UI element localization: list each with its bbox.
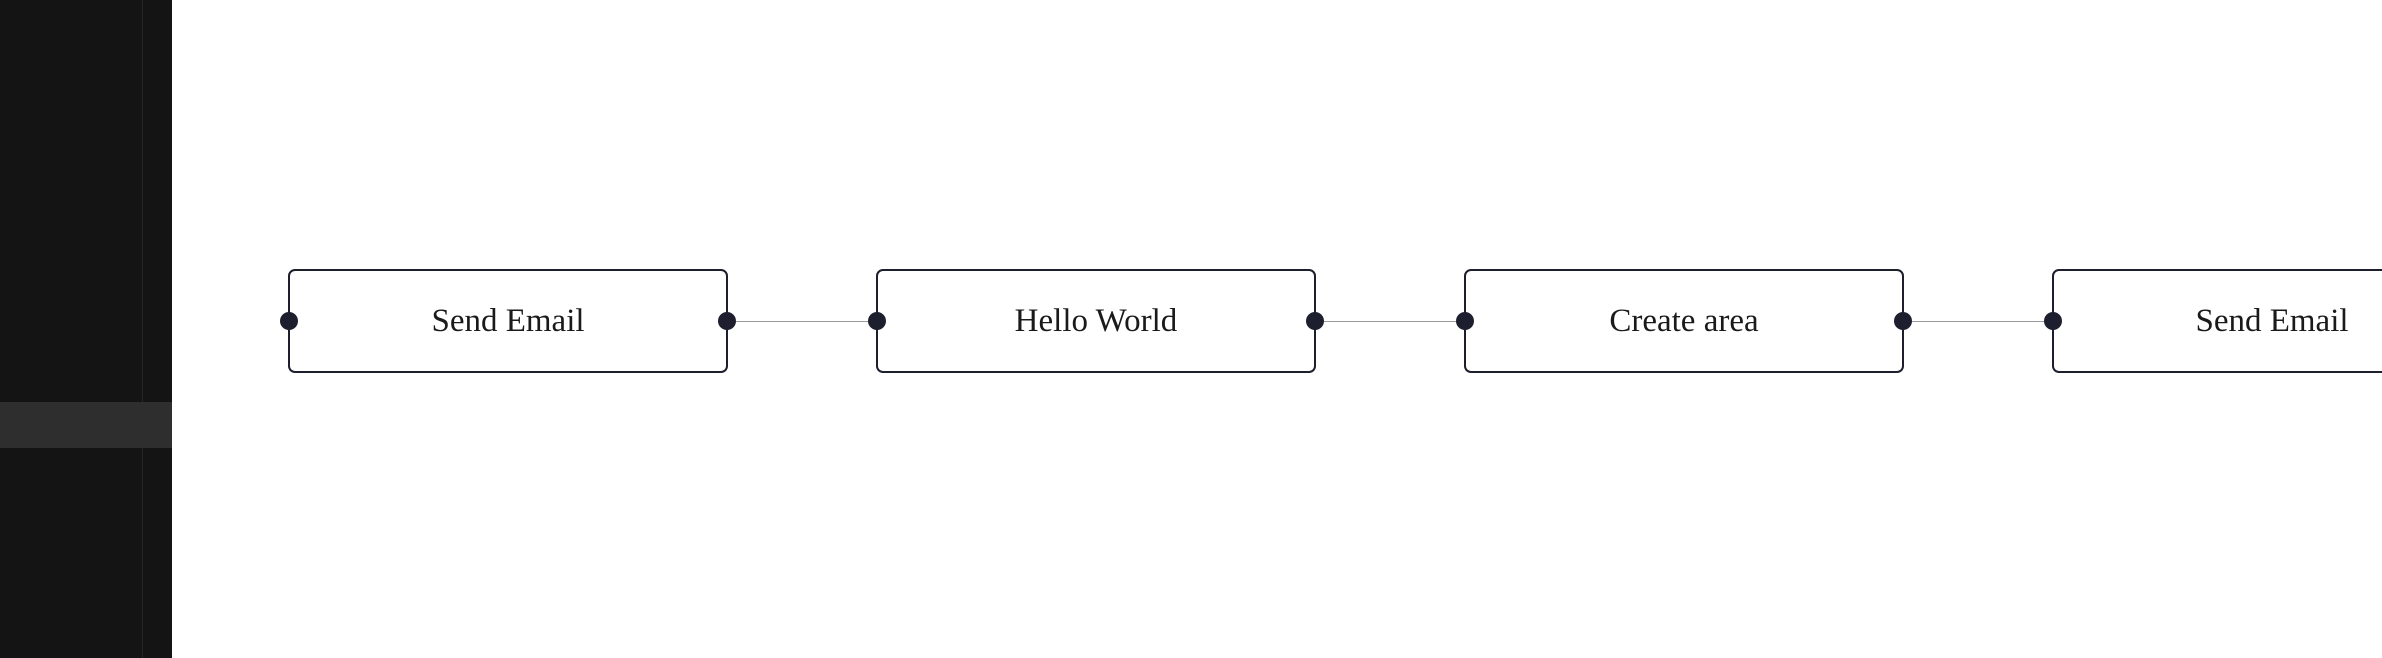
node-label: Send Email — [431, 302, 585, 339]
node-input-handle[interactable] — [2044, 312, 2062, 330]
flow-node-send-email[interactable]: Send Email — [280, 269, 736, 373]
flow-node-send-email-2[interactable]: Send Email — [2044, 269, 2382, 373]
flow-node-hello-world[interactable]: Hello World — [868, 269, 1324, 373]
sidebar — [0, 0, 172, 658]
sidebar-item-selected[interactable] — [0, 402, 172, 448]
edge-create-area-to-send-email[interactable] — [1909, 321, 2053, 322]
edge-hello-world-to-create-area[interactable] — [1321, 321, 1465, 322]
node-input-handle[interactable] — [1456, 312, 1474, 330]
node-output-handle[interactable] — [718, 312, 736, 330]
sidebar-divider — [142, 0, 143, 658]
node-label: Hello World — [1014, 302, 1178, 339]
flow-node-create-area[interactable]: Create area — [1456, 269, 1912, 373]
node-label: Send Email — [2195, 302, 2349, 339]
node-input-handle[interactable] — [280, 312, 298, 330]
node-output-handle[interactable] — [1306, 312, 1324, 330]
flow-canvas[interactable]: Send Email Hello World Create area Send … — [172, 0, 2382, 658]
node-input-handle[interactable] — [868, 312, 886, 330]
edge-send-email-to-hello-world[interactable] — [733, 321, 877, 322]
node-output-handle[interactable] — [1894, 312, 1912, 330]
node-label: Create area — [1609, 302, 1759, 339]
